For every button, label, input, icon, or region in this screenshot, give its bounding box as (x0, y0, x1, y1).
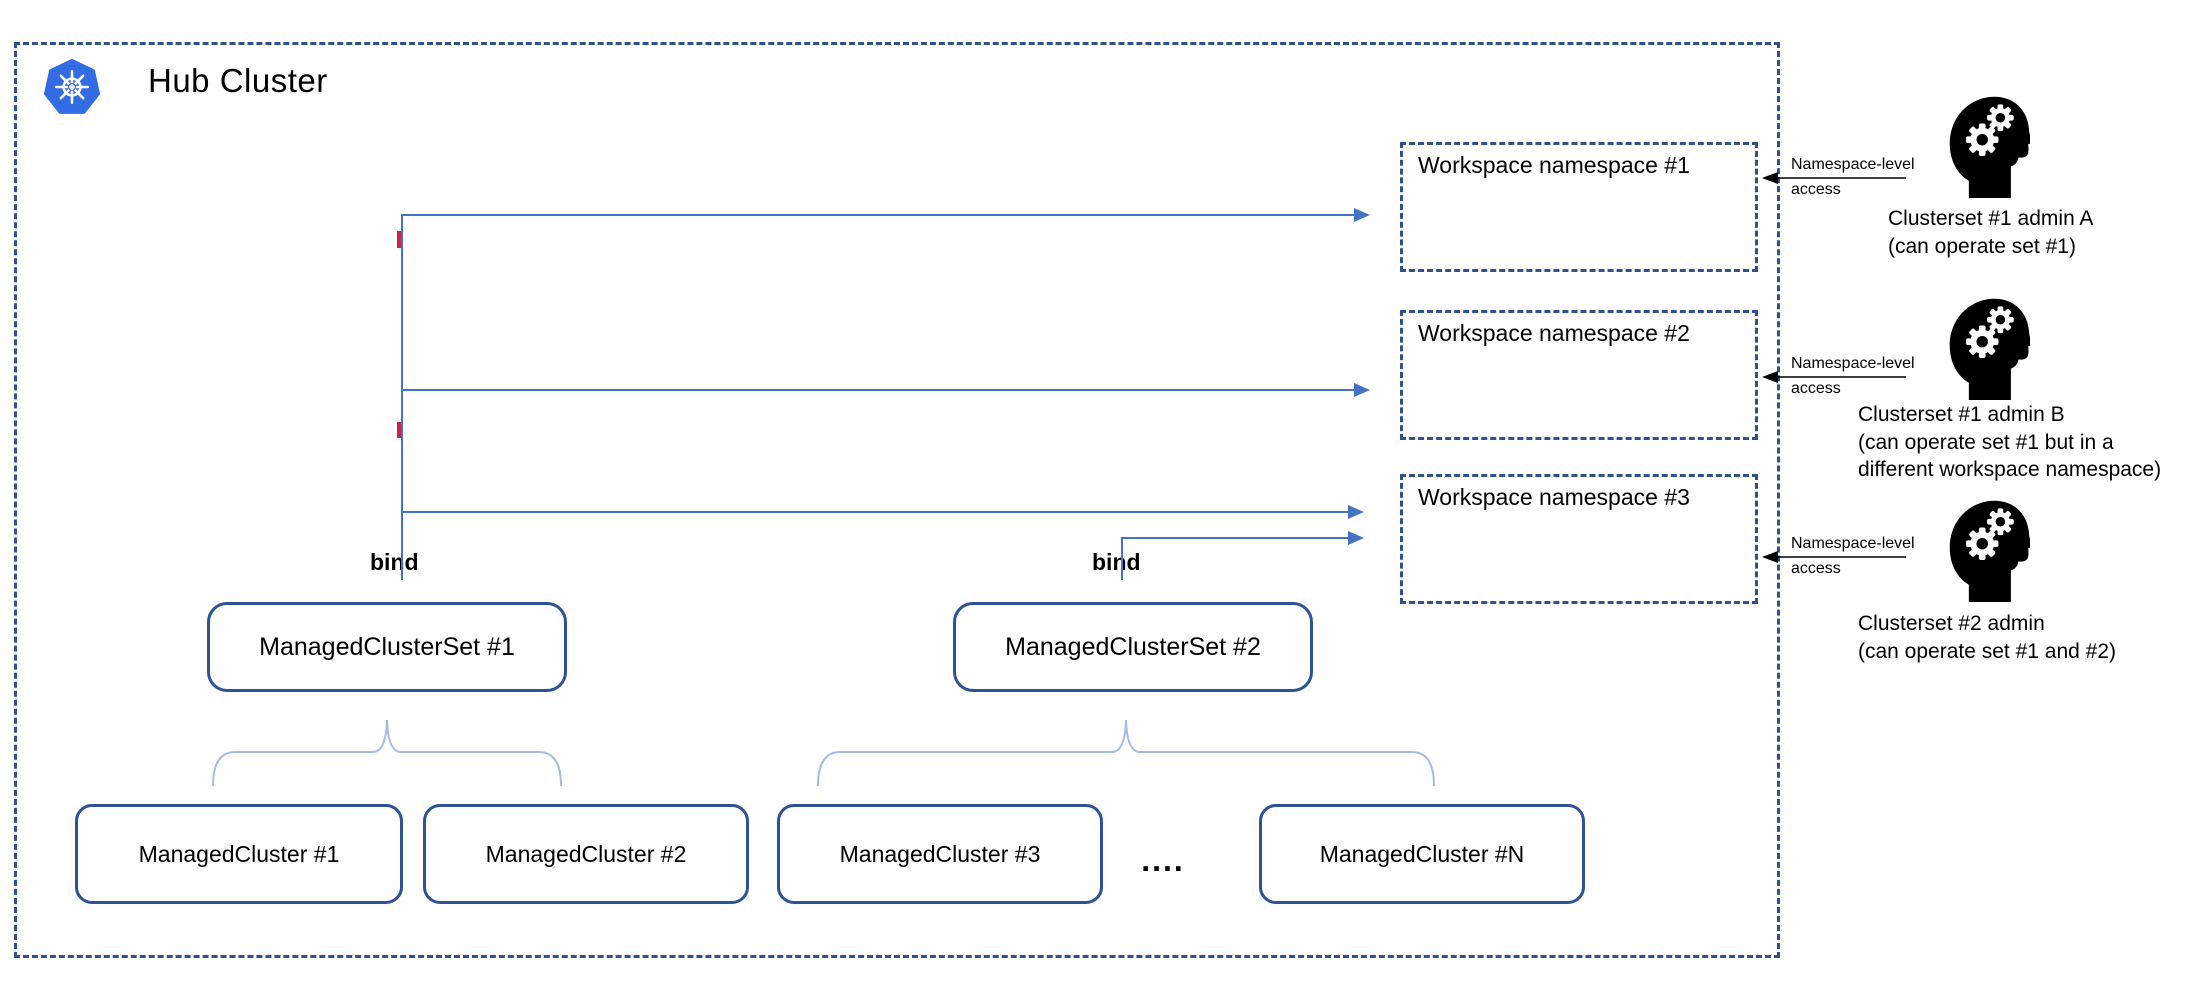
managed-cluster-set-2-label: ManagedClusterSet #2 (1005, 632, 1261, 661)
head-gears-icon-admin-a (1949, 96, 2030, 198)
kubernetes-icon (44, 59, 100, 114)
admin-a-desc: (can operate set #1) (1888, 234, 2076, 258)
managed-cluster-set-2-box: ManagedClusterSet #2 (953, 602, 1313, 692)
ns-access-label-3: Namespace-level access (1791, 534, 1915, 579)
admin-c-caption: Clusterset #2 admin (can operate set #1 … (1858, 610, 2116, 665)
ns-access-1-line1: Namespace-level (1791, 156, 1915, 173)
ns-access-2-line2: access (1791, 380, 1841, 397)
admin-b-name: Clusterset #1 admin B (1858, 403, 2065, 426)
ns-access-3-line1: Namespace-level (1791, 535, 1915, 552)
managed-cluster-1-label: ManagedCluster #1 (138, 840, 340, 867)
workspace-namespace-3-box: Workspace namespace #3 (1400, 474, 1758, 604)
admin-b-desc-2: different workspace namespace) (1858, 458, 2162, 481)
managed-cluster-2-box: ManagedCluster #2 (423, 804, 749, 904)
head-gears-icon-admin-b (1949, 298, 2030, 400)
managed-cluster-3-box: ManagedCluster #3 (777, 804, 1103, 904)
workspace-namespace-2-label: Workspace namespace #2 (1418, 320, 1690, 346)
ns-access-label-1: Namespace-level access (1791, 155, 1915, 200)
managed-cluster-n-label: ManagedCluster #N (1319, 840, 1525, 867)
bind-label-set2: bind (1092, 549, 1141, 575)
head-gears-icon-admin-c (1949, 500, 2030, 602)
workspace-namespace-1-box: Workspace namespace #1 (1400, 142, 1758, 272)
managed-cluster-set-1-label: ManagedClusterSet #1 (259, 632, 515, 661)
bind-label-set1: bind (370, 549, 419, 575)
ns-access-1-line2: access (1791, 181, 1841, 198)
admin-a-caption: Clusterset #1 admin A (can operate set #… (1888, 205, 2093, 260)
page-title: Hub Cluster (148, 62, 328, 99)
managed-cluster-n-box: ManagedCluster #N (1259, 804, 1585, 904)
managed-cluster-1-box: ManagedCluster #1 (75, 804, 403, 904)
workspace-namespace-2-box: Workspace namespace #2 (1400, 310, 1758, 440)
ns-access-3-line2: access (1791, 560, 1841, 577)
admin-c-name: Clusterset #2 admin (1858, 612, 2045, 635)
hub-cluster-box (14, 42, 1780, 958)
ellipsis-label: .... (1141, 842, 1185, 878)
managed-cluster-2-label: ManagedCluster #2 (485, 840, 687, 867)
managed-cluster-3-label: ManagedCluster #3 (839, 840, 1041, 867)
managed-cluster-set-1-box: ManagedClusterSet #1 (207, 602, 567, 692)
ns-access-label-2: Namespace-level access (1791, 354, 1915, 399)
admin-b-desc-1: (can operate set #1 but in a (1858, 430, 2114, 454)
workspace-namespace-1-label: Workspace namespace #1 (1418, 152, 1690, 178)
admin-b-caption: Clusterset #1 admin B (can operate set #… (1858, 401, 2161, 484)
ns-access-2-line1: Namespace-level (1791, 355, 1915, 372)
admin-c-desc: (can operate set #1 and #2) (1858, 639, 2117, 663)
admin-a-name: Clusterset #1 admin A (1888, 207, 2094, 230)
workspace-namespace-3-label: Workspace namespace #3 (1418, 484, 1690, 510)
